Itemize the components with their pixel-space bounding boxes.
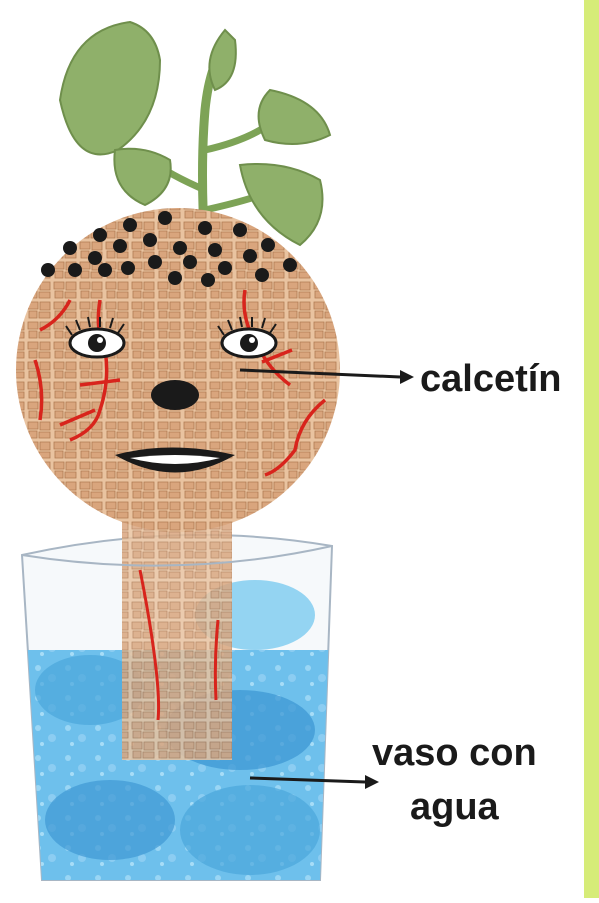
glass-label-line2: agua bbox=[410, 788, 499, 826]
leaf bbox=[114, 149, 170, 205]
sock-label: calcetín bbox=[420, 360, 562, 398]
leaf bbox=[259, 90, 330, 144]
side-strip bbox=[584, 0, 599, 898]
sock-neck bbox=[122, 510, 232, 760]
nose bbox=[151, 380, 199, 410]
sock-head bbox=[16, 208, 340, 532]
leaf bbox=[209, 30, 235, 90]
glass-label-line1: vaso con bbox=[372, 734, 537, 772]
leaf bbox=[60, 22, 160, 154]
